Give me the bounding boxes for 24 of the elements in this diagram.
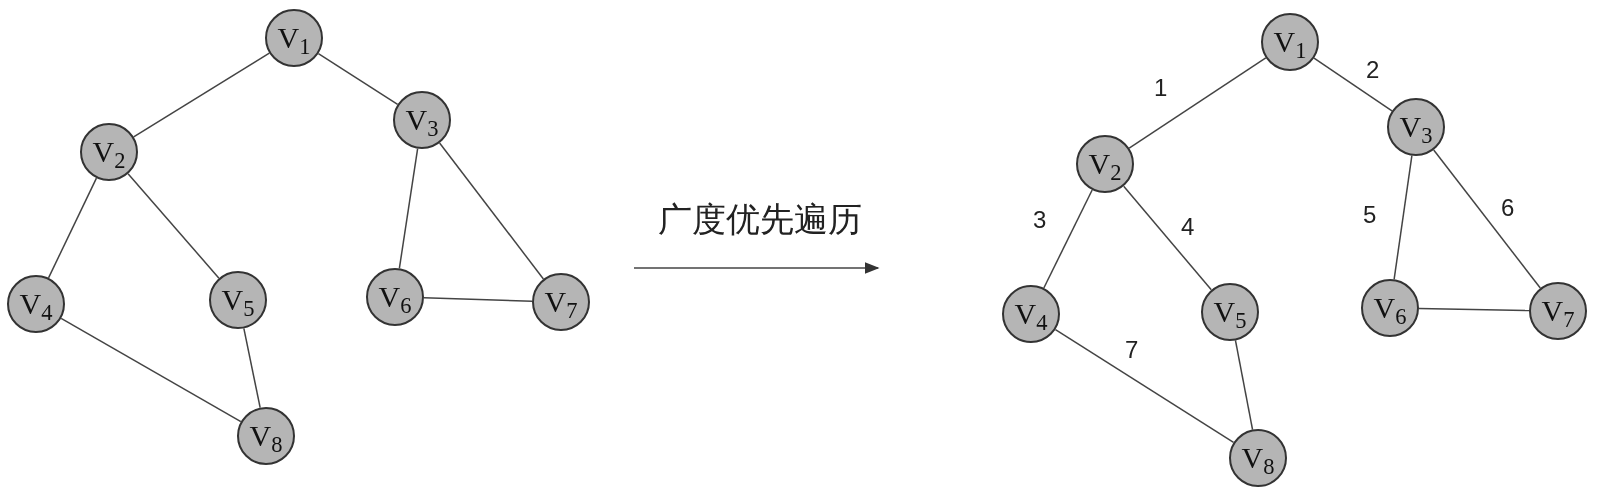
edge-label: 6 <box>1501 196 1515 220</box>
graph-edge <box>423 297 533 302</box>
edge-label: 1 <box>1154 76 1168 100</box>
graph-edge <box>132 52 271 138</box>
graph-edge <box>60 317 242 423</box>
graph-edge <box>398 147 419 270</box>
graph-edge <box>1234 339 1254 431</box>
edge-label: 5 <box>1363 203 1377 227</box>
graph-edge <box>317 52 399 106</box>
graph-edge <box>1432 149 1542 289</box>
edge-label: 4 <box>1181 215 1195 239</box>
caption-text: 广度优先遍历 <box>657 202 863 236</box>
edge-label: 7 <box>1125 338 1139 362</box>
graph-edge <box>1122 185 1213 291</box>
graph-edge <box>438 142 545 280</box>
graph-edge <box>243 327 261 409</box>
graph-edge <box>1393 154 1413 281</box>
edge-label: 3 <box>1033 208 1047 232</box>
graph-edge <box>1313 57 1393 112</box>
graph-edge <box>1128 57 1267 149</box>
graph-edge <box>1418 307 1530 312</box>
graph-edge <box>127 173 220 279</box>
edge-label: 2 <box>1366 58 1380 82</box>
graph-edge <box>1054 328 1235 444</box>
